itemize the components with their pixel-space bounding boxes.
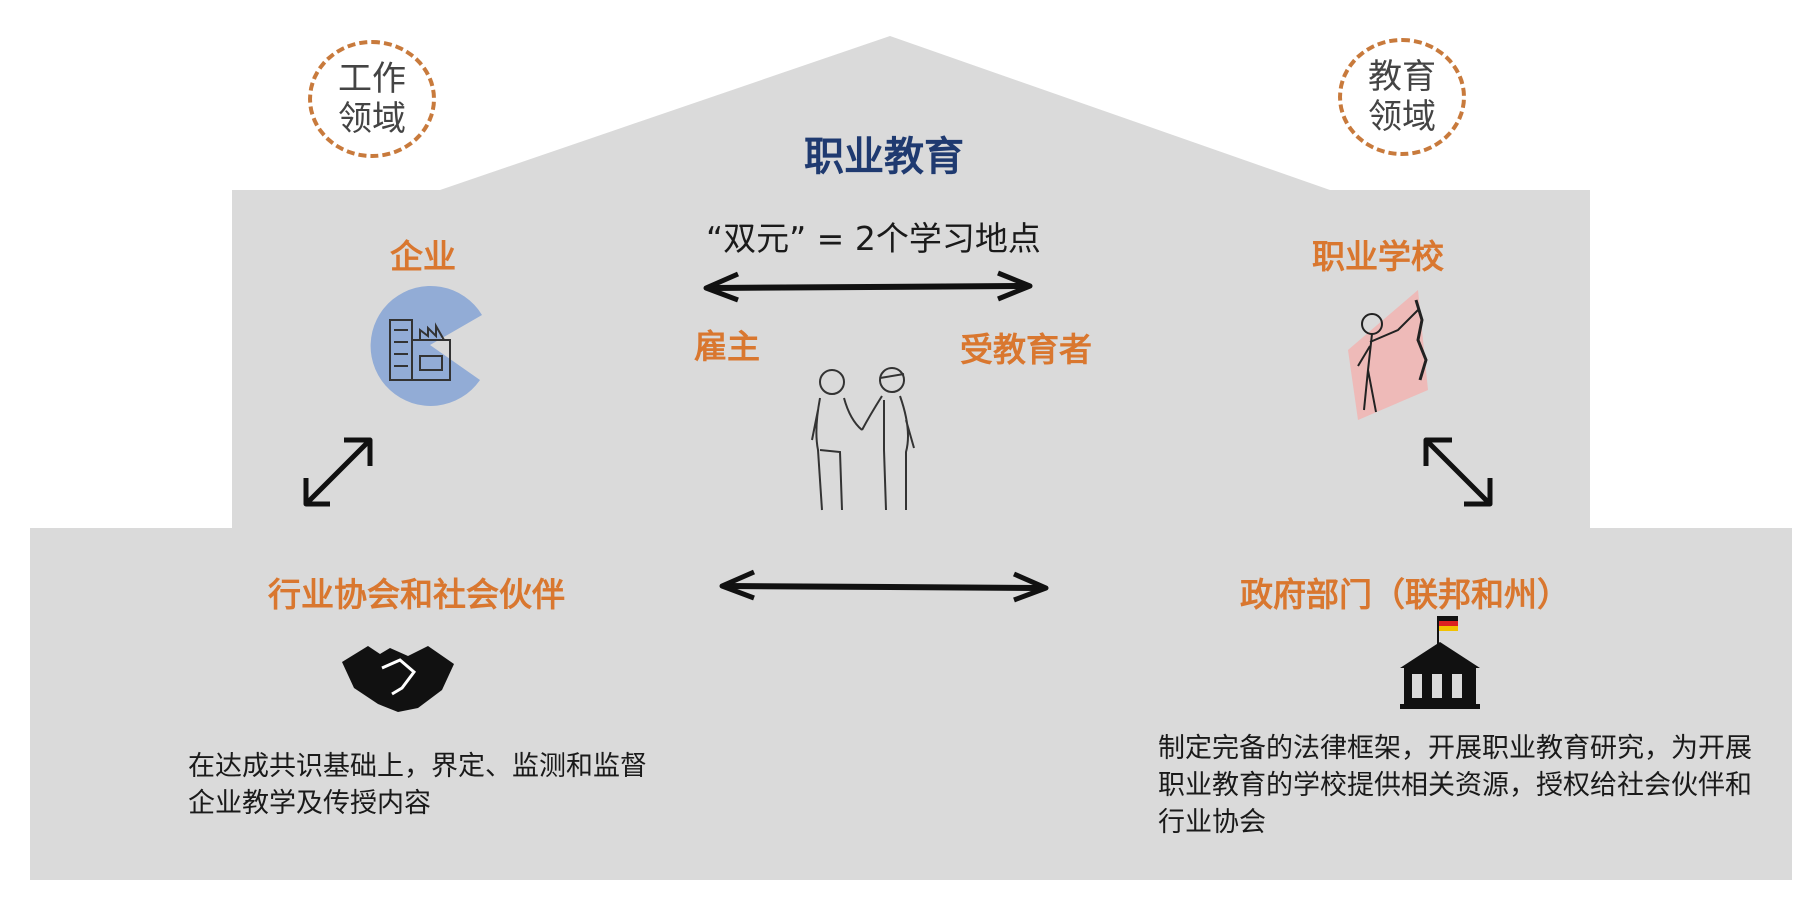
workers-handshake-icon: [811, 367, 915, 511]
teacher-icon: [1348, 290, 1428, 420]
school-label: 职业学校: [1312, 237, 1444, 276]
employer-label: 雇主: [694, 327, 760, 366]
trainee-label: 受教育者: [960, 330, 1092, 369]
handshake-icon: [342, 646, 454, 712]
associations-label: 行业协会和社会伙伴: [268, 575, 565, 614]
factory-icon: [370, 285, 482, 406]
associations-description: 在达成共识基础上，界定、监测和监督企业教学及传授内容: [188, 751, 647, 819]
company-associations-arrow: [303, 437, 373, 507]
education-domain-line1: 教育: [1368, 57, 1436, 97]
government-building-icon: [1400, 616, 1480, 709]
work-domain-badge: 工作 领域: [308, 40, 436, 158]
company-label: 企业: [390, 237, 456, 276]
education-domain-line2: 领域: [1368, 97, 1436, 137]
dual-system-label: “双元” = 2个学习地点: [706, 219, 1041, 258]
work-domain-line1: 工作: [338, 59, 406, 99]
education-domain-badge: 教育 领域: [1338, 38, 1466, 156]
work-domain-line2: 领域: [338, 99, 406, 139]
school-government-arrow: [1423, 437, 1493, 507]
top-double-arrow: [703, 270, 1033, 303]
diagram-title: 职业教育: [804, 134, 964, 180]
government-description: 制定完备的法律框架，开展职业教育研究，为开展职业教育的学校提供相关资源，授权给社…: [1158, 733, 1752, 838]
bottom-double-arrow: [719, 569, 1049, 603]
government-label: 政府部门（联邦和州）: [1240, 575, 1570, 614]
